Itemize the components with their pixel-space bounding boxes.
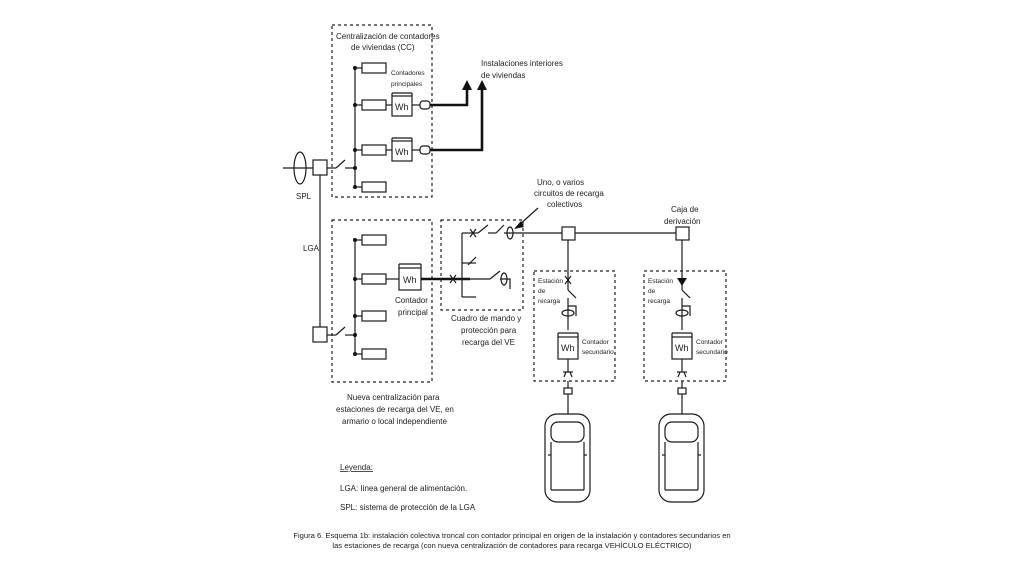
cuadro-mando-label-2: protección para — [461, 326, 517, 335]
station-2-circuit — [671, 278, 693, 378]
instalaciones-interiores-label: Instalaciones interiores — [481, 59, 563, 68]
car-icon-1 — [544, 381, 591, 503]
contador-principal-label: Contador — [395, 296, 428, 305]
contador-principal-label-2: principal — [398, 308, 428, 317]
new-centralization-enclosure — [331, 219, 433, 383]
wh-label-st2: Wh — [675, 343, 689, 353]
wh-label-st1: Wh — [561, 343, 575, 353]
contadores-principales-label: Contadores — [391, 70, 425, 77]
collective-line — [561, 226, 690, 290]
figure-caption-line-1: Figura 6. Esquema 1b: instalación colect… — [293, 531, 730, 540]
circuits-callout — [514, 207, 539, 229]
control-panel-enclosure — [440, 219, 524, 311]
caja-derivacion-label-2: derivación — [664, 217, 700, 226]
cuadro-mando-label-3: recarga del VE — [462, 338, 515, 347]
spl-label: SPL — [296, 192, 312, 201]
charging-station-1 — [533, 270, 616, 382]
contador-secundario-2-label-2: secundario — [696, 349, 728, 356]
new-busbar — [327, 234, 399, 360]
circuitos-label: Uno, o varios — [537, 178, 584, 187]
cc-meter-1 — [391, 92, 431, 117]
figure-caption-line-2: las estaciones de recarga (con nueva cen… — [332, 541, 692, 550]
contador-secundario-1-label: Contador — [582, 339, 610, 346]
legend-lga: LGA: línea general de alimentación. — [340, 484, 467, 493]
cc-meter-2 — [391, 137, 431, 162]
caja-derivacion-label: Caja de — [671, 205, 699, 214]
lga-label: LGA — [303, 244, 320, 253]
contador-secundario-1-label-2: secundario — [582, 349, 614, 356]
circuitos-label-2: circuitos de recarga — [534, 189, 604, 198]
cc-enclosure — [331, 24, 433, 198]
dwelling-feeds — [430, 80, 487, 152]
circuitos-label-3: colectivos — [547, 200, 582, 209]
cc-title: Centralización de contadores — [336, 32, 440, 41]
nueva-centralizacion-label-2: estaciones de recarga del VE, en — [336, 405, 454, 414]
legend-title: Leyenda: — [340, 463, 373, 472]
cc-subtitle: de viviendas (CC) — [351, 43, 415, 52]
car-icon-2 — [658, 381, 705, 503]
wh-label-main: Wh — [403, 275, 417, 285]
cc-busbar — [327, 62, 392, 193]
contador-secundario-2-label: Contador — [696, 339, 724, 346]
station-1-circuit — [557, 275, 579, 378]
estacion-1-label-3: recarga — [538, 298, 560, 305]
cuadro-mando-label: Cuadro de mando y — [451, 314, 521, 323]
estacion-2-label: Estación — [648, 278, 673, 285]
legend-spl: SPL: sistema de protección de la LGA — [340, 503, 476, 512]
estacion-1-label: Estación — [538, 278, 563, 285]
estacion-2-label-2: de — [648, 288, 656, 295]
nueva-centralizacion-label-3: armario o local independiente — [342, 417, 448, 426]
contadores-principales-label-2: principales — [391, 81, 423, 88]
charging-station-2 — [643, 270, 727, 382]
instalaciones-interiores-label-2: de viviendas — [481, 71, 525, 80]
estacion-1-label-2: de — [538, 288, 546, 295]
wh-label-cc-2: Wh — [395, 147, 409, 157]
estacion-2-label-3: recarga — [648, 298, 670, 305]
wh-label-cc-1: Wh — [395, 102, 409, 112]
nueva-centralizacion-label: Nueva centralización para — [347, 393, 440, 402]
control-panel-circuits — [446, 224, 562, 298]
